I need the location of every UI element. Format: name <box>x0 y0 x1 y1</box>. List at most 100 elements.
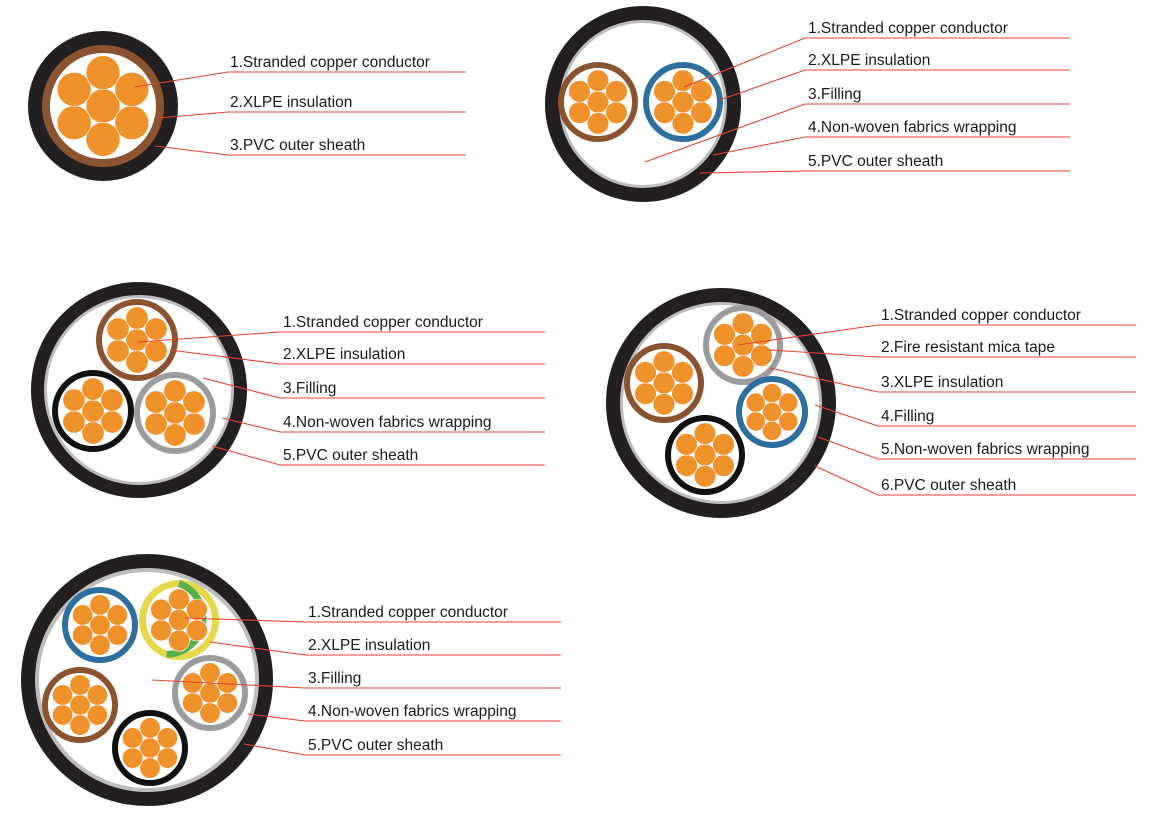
copper-strand <box>690 80 713 103</box>
callout: 4.Non-woven fabrics wrapping <box>247 703 561 722</box>
callout: 4.Filling <box>814 404 1136 427</box>
copper-strand <box>106 317 130 341</box>
copper-strand <box>144 412 168 436</box>
copper-strand <box>586 69 610 92</box>
leader-line <box>169 349 545 365</box>
copper-strand <box>675 433 698 456</box>
leader-line <box>137 331 545 343</box>
callout: 3.Filling <box>202 377 545 399</box>
copper-strand <box>122 747 144 769</box>
copper-strand <box>762 420 782 441</box>
copper-strand <box>163 379 187 403</box>
insulated-core <box>643 62 723 142</box>
copper-strand <box>69 694 91 716</box>
leader-line <box>134 71 466 88</box>
copper-strand <box>139 717 161 739</box>
insulated-core <box>558 62 638 142</box>
leader-line <box>769 349 1136 358</box>
insulated-core <box>134 372 216 454</box>
copper-strand <box>69 714 91 736</box>
callout: 4.Non-woven fabrics wrapping <box>712 119 1070 156</box>
copper-strand <box>114 72 150 107</box>
copper-strand <box>693 422 717 445</box>
copper-strand <box>762 402 782 422</box>
copper-strand <box>56 72 92 107</box>
leader-line <box>769 367 1136 393</box>
copper-strand <box>125 350 149 374</box>
copper-strand <box>182 390 206 414</box>
insulated-core <box>172 655 248 731</box>
component-label: 5.PVC outer sheath <box>808 153 943 170</box>
copper-strand <box>182 412 206 436</box>
leader-line <box>683 37 1070 88</box>
leader-line <box>221 417 545 433</box>
copper-strand <box>671 69 695 92</box>
component-label: 1.Stranded copper conductor <box>808 20 1008 37</box>
copper-strand <box>85 55 121 90</box>
leader-line <box>699 170 1070 174</box>
copper-strand <box>89 634 111 656</box>
component-label: 4.Non-woven fabrics wrapping <box>283 414 492 431</box>
copper-strand <box>671 112 695 135</box>
leader-line <box>247 713 561 722</box>
copper-strand <box>156 727 178 749</box>
callout: 5.PVC outer sheath <box>699 153 1070 174</box>
copper-strand <box>568 80 591 103</box>
insulated-core <box>665 415 745 495</box>
copper-strand <box>106 339 130 363</box>
copper-strand <box>762 383 782 404</box>
leader-line <box>719 69 1070 101</box>
copper-strand <box>652 350 676 373</box>
callout: 2.XLPE insulation <box>209 637 561 656</box>
copper-strand <box>586 112 610 135</box>
copper-strand <box>586 90 610 114</box>
copper-strand <box>750 344 773 367</box>
copper-strand <box>106 624 128 646</box>
diagram-five-core: 1.Stranded copper conductor 2.XLPE insula… <box>21 554 561 806</box>
copper-strand <box>168 629 190 652</box>
copper-strand <box>122 727 144 749</box>
copper-strand <box>690 101 713 124</box>
copper-strand <box>653 80 676 103</box>
copper-strand <box>182 692 204 714</box>
copper-strand <box>634 361 657 384</box>
callout: 5.PVC outer sheath <box>211 445 545 466</box>
callout: 4.Non-woven fabrics wrapping <box>221 414 545 433</box>
leader-line <box>151 679 561 689</box>
copper-strand <box>634 382 657 405</box>
copper-strand <box>86 684 108 706</box>
callout: 3.PVC outer sheath <box>154 137 466 156</box>
component-label: 3.XLPE insulation <box>881 374 1003 391</box>
copper-strand <box>731 333 755 357</box>
copper-strand <box>712 454 735 477</box>
copper-strand <box>85 122 121 157</box>
leader-line <box>211 445 545 466</box>
component-label: 1.Stranded copper conductor <box>308 604 508 621</box>
copper-strand <box>216 672 238 694</box>
copper-strand <box>731 312 755 335</box>
leader-line <box>737 324 1136 346</box>
copper-strand <box>72 624 94 646</box>
copper-strand <box>199 662 221 684</box>
component-label: 6.PVC outer sheath <box>881 477 1016 494</box>
copper-strand <box>778 392 799 413</box>
copper-strand <box>89 614 111 636</box>
callout: 2.XLPE insulation <box>719 52 1070 101</box>
copper-strand <box>750 323 773 346</box>
copper-strand <box>712 433 735 456</box>
copper-strand <box>199 682 221 704</box>
leader-line <box>209 641 561 656</box>
copper-strand <box>675 454 698 477</box>
copper-strand <box>81 377 105 401</box>
copper-strand <box>62 410 86 434</box>
copper-strand <box>652 393 676 416</box>
copper-strand <box>671 361 694 384</box>
component-label: 4.Filling <box>881 408 934 425</box>
copper-strand <box>72 604 94 626</box>
callout: 2.XLPE insulation <box>169 346 545 365</box>
component-label: 2.XLPE insulation <box>808 52 930 69</box>
component-label: 4.Non-woven fabrics wrapping <box>308 703 517 720</box>
